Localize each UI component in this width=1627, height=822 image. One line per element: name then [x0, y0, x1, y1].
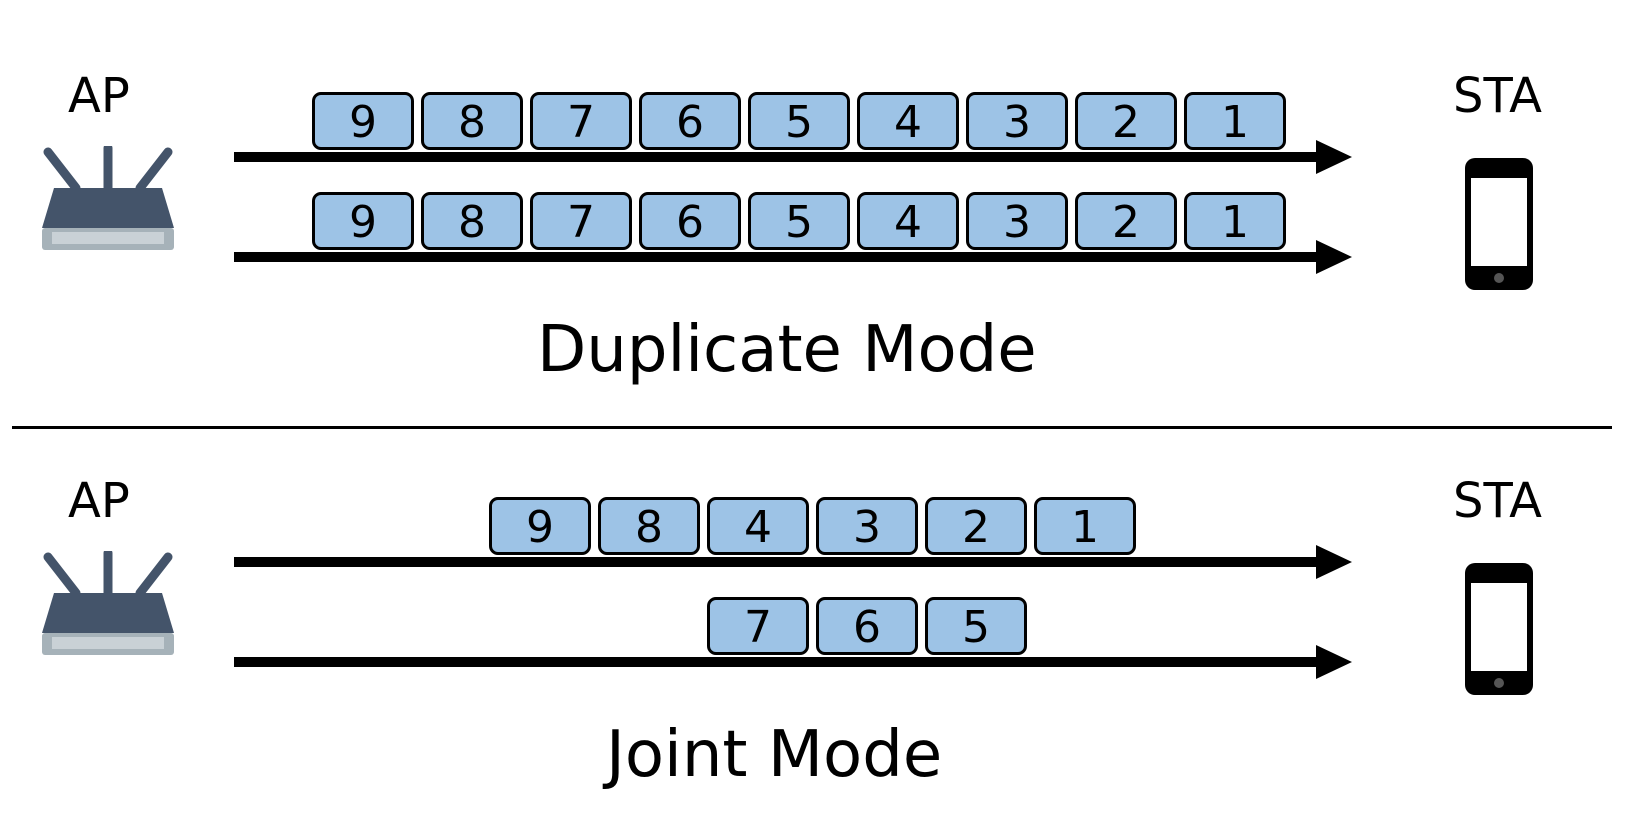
packet-box: 2 — [925, 497, 1027, 555]
packet-box: 5 — [748, 92, 850, 150]
arrow-head — [1316, 645, 1352, 679]
mode-title: Joint Mode — [606, 718, 943, 792]
packet-box: 5 — [748, 192, 850, 250]
transmission-arrow — [234, 545, 1352, 579]
packet-box: 9 — [489, 497, 591, 555]
packet-box: 6 — [639, 192, 741, 250]
packet-box: 7 — [530, 192, 632, 250]
arrow-head — [1316, 240, 1352, 274]
packet-box: 3 — [966, 192, 1068, 250]
packet-box: 4 — [707, 497, 809, 555]
section-divider — [12, 426, 1612, 429]
packet-box: 6 — [816, 597, 918, 655]
packet-box: 4 — [857, 192, 959, 250]
arrow-shaft — [234, 657, 1340, 667]
packet-box: 2 — [1075, 192, 1177, 250]
packet-box: 7 — [530, 92, 632, 150]
packet-box: 7 — [707, 597, 809, 655]
packet-box: 3 — [966, 92, 1068, 150]
transmission-arrow — [234, 645, 1352, 679]
wifi-router-icon — [42, 146, 174, 250]
arrow-head — [1316, 545, 1352, 579]
arrow-shaft — [234, 557, 1340, 567]
ap-label: AP — [68, 473, 130, 529]
smartphone-icon — [1465, 563, 1533, 695]
packet-box: 4 — [857, 92, 959, 150]
packet-box: 6 — [639, 92, 741, 150]
sta-label: STA — [1453, 473, 1542, 529]
packet-box: 9 — [312, 192, 414, 250]
packet-box: 1 — [1034, 497, 1136, 555]
packet-box: 1 — [1184, 92, 1286, 150]
packet-box: 2 — [1075, 92, 1177, 150]
transmission-arrow — [234, 240, 1352, 274]
mode-title: Duplicate Mode — [537, 313, 1037, 387]
transmission-arrow — [234, 140, 1352, 174]
sta-label: STA — [1453, 68, 1542, 124]
wifi-router-icon — [42, 551, 174, 655]
smartphone-icon — [1465, 158, 1533, 290]
packet-box: 3 — [816, 497, 918, 555]
packet-box: 8 — [421, 92, 523, 150]
packet-box: 8 — [421, 192, 523, 250]
arrow-shaft — [234, 152, 1340, 162]
packet-box: 9 — [312, 92, 414, 150]
arrow-shaft — [234, 252, 1340, 262]
packet-box: 1 — [1184, 192, 1286, 250]
packet-box: 5 — [925, 597, 1027, 655]
ap-label: AP — [68, 68, 130, 124]
packet-box: 8 — [598, 497, 700, 555]
arrow-head — [1316, 140, 1352, 174]
